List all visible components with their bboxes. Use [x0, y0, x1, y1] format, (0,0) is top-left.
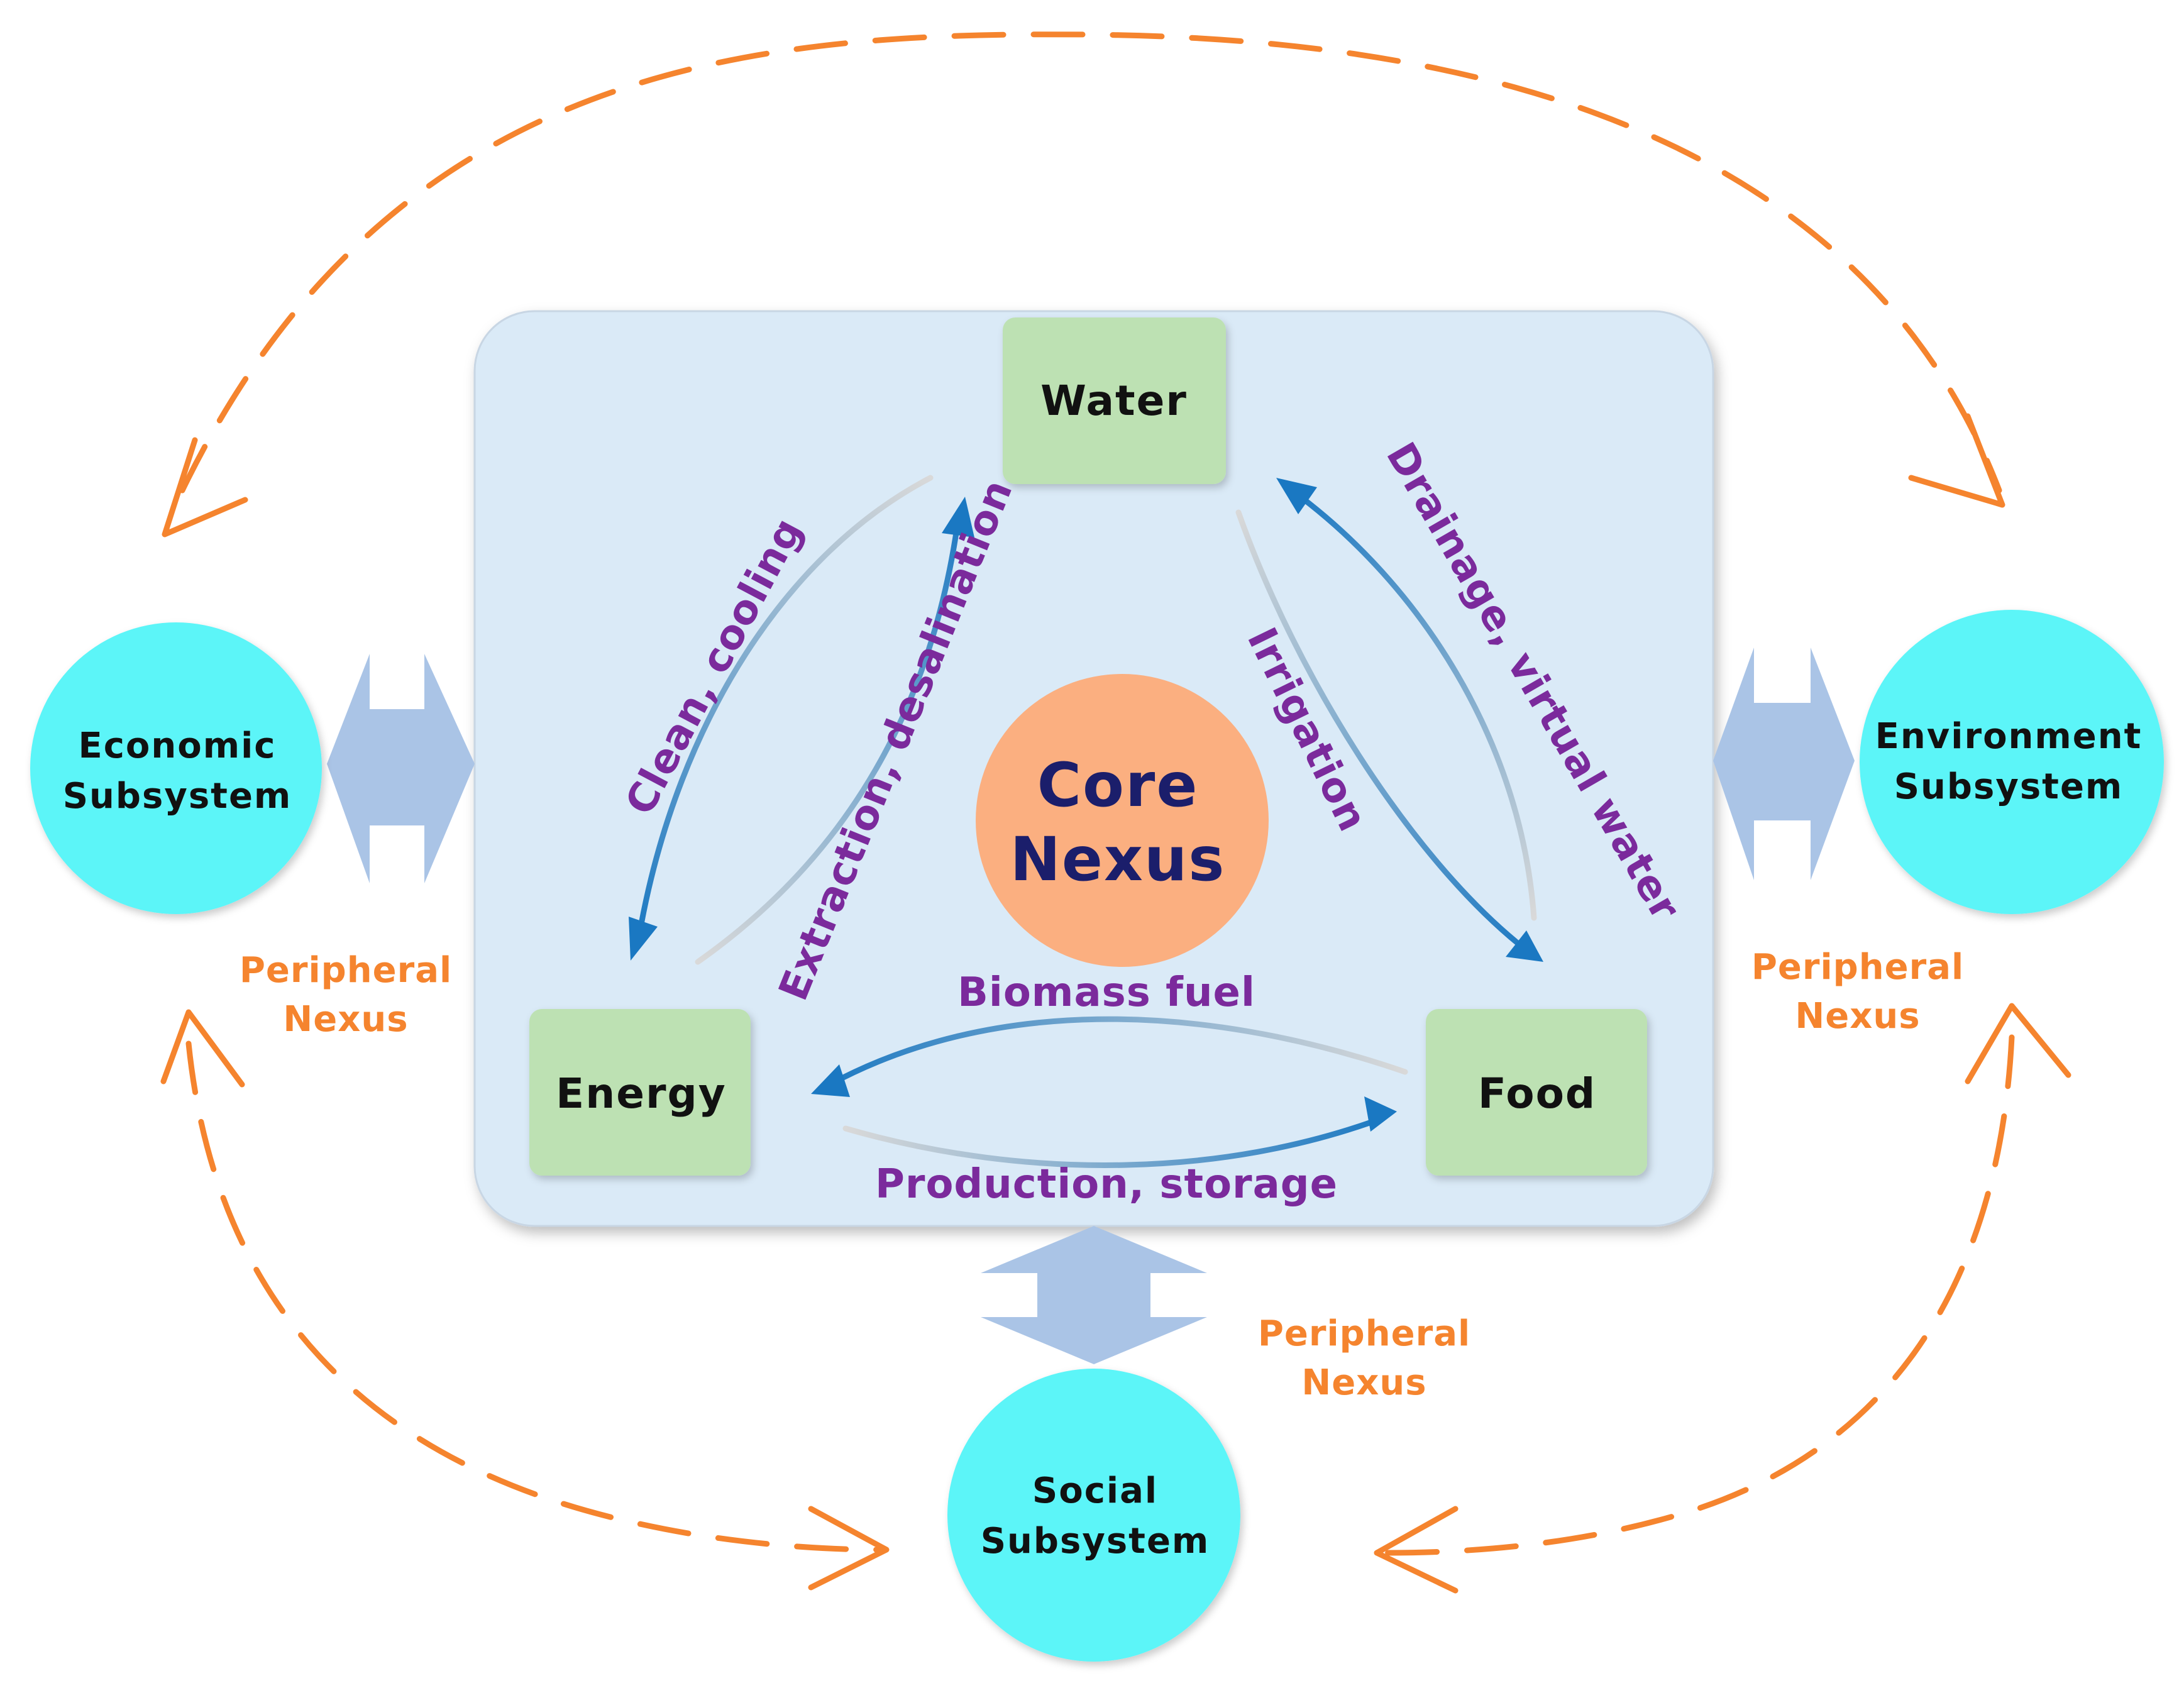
arrowhead-environment-bottom — [1965, 1003, 2071, 1084]
flow-arrows — [638, 475, 1537, 1168]
arrowhead-drainage — [1276, 478, 1317, 514]
subsystem-social: Social Subsystem — [947, 1369, 1240, 1662]
environment-circle — [1860, 610, 2164, 914]
peripheral-left-line2: Nexus — [283, 999, 408, 1040]
arrowhead-environment-top — [1908, 413, 2005, 508]
peripheral-left-line1: Peripheral — [240, 950, 452, 991]
label-production: Production, storage — [875, 1161, 1338, 1208]
peripheral-arcs — [179, 31, 2015, 1556]
flow-arrow-drainage — [1289, 487, 1537, 921]
peripheral-bottom-line1: Peripheral — [1258, 1313, 1470, 1354]
food-label: Food — [1478, 1069, 1596, 1118]
arrowhead-irrigation — [1506, 930, 1543, 962]
economic-label-line2: Subsystem — [63, 776, 292, 817]
subsystem-economic: Economic Subsystem — [30, 622, 322, 914]
arrowhead-economic-top — [162, 437, 248, 538]
arrowhead-social-right — [1374, 1506, 1459, 1594]
core-nexus-label-line2: Nexus — [1010, 824, 1226, 895]
flow-arrow-production — [842, 1116, 1383, 1168]
arrowhead-biomass — [811, 1064, 850, 1097]
peripheral-bottom-line2: Nexus — [1301, 1362, 1426, 1403]
arrowhead-extraction — [942, 497, 974, 538]
water-box — [1003, 317, 1226, 484]
core-nexus-label-line1: Core — [1037, 750, 1199, 820]
flow-arrowheads — [629, 478, 1543, 1132]
water-label: Water — [1040, 377, 1188, 425]
peripheral-label-bottom: Peripheral Nexus — [1258, 1313, 1470, 1403]
node-energy: Energy — [529, 1009, 751, 1176]
energy-box — [529, 1009, 751, 1176]
arrowhead-clean-cooling — [629, 917, 658, 961]
flow-arrow-clean-cooling — [638, 475, 934, 927]
arrowhead-production — [1364, 1096, 1397, 1132]
flow-arrow-extraction — [695, 512, 962, 965]
peripheral-right-line1: Peripheral — [1751, 947, 1964, 988]
arc-economic-social — [185, 1040, 883, 1553]
food-box — [1426, 1009, 1647, 1176]
peripheral-arrowheads — [160, 413, 2071, 1594]
economic-circle — [30, 622, 322, 914]
peripheral-right-line2: Nexus — [1795, 996, 1920, 1037]
arc-environment-social — [1380, 1034, 2015, 1556]
environment-label-line2: Subsystem — [1894, 766, 2124, 807]
node-food: Food — [1426, 1009, 1647, 1176]
arrowhead-social-left — [808, 1506, 890, 1591]
flow-arrow-irrigation — [1235, 509, 1525, 949]
core-nexus-circle — [976, 674, 1269, 967]
arc-economic-environment — [179, 31, 2002, 494]
peripheral-label-right: Peripheral Nexus — [1751, 947, 1964, 1037]
arrowhead-economic-bottom — [160, 1009, 245, 1088]
peripheral-label-left: Peripheral Nexus — [240, 950, 452, 1040]
flow-arrow-biomass — [827, 1016, 1408, 1088]
economic-label-line1: Economic — [78, 725, 276, 766]
double-arrow-social — [981, 1226, 1207, 1364]
social-label-line2: Subsystem — [981, 1521, 1210, 1562]
social-circle — [947, 1369, 1240, 1662]
social-label-line1: Social — [1032, 1470, 1158, 1511]
node-water: Water — [1003, 317, 1226, 484]
label-biomass: Biomass fuel — [957, 969, 1255, 1016]
double-arrow-economic — [327, 654, 475, 883]
energy-label: Energy — [556, 1069, 727, 1118]
subsystem-environment: Environment Subsystem — [1860, 610, 2164, 914]
double-arrow-environment — [1713, 648, 1855, 880]
environment-label-line1: Environment — [1875, 716, 2143, 757]
